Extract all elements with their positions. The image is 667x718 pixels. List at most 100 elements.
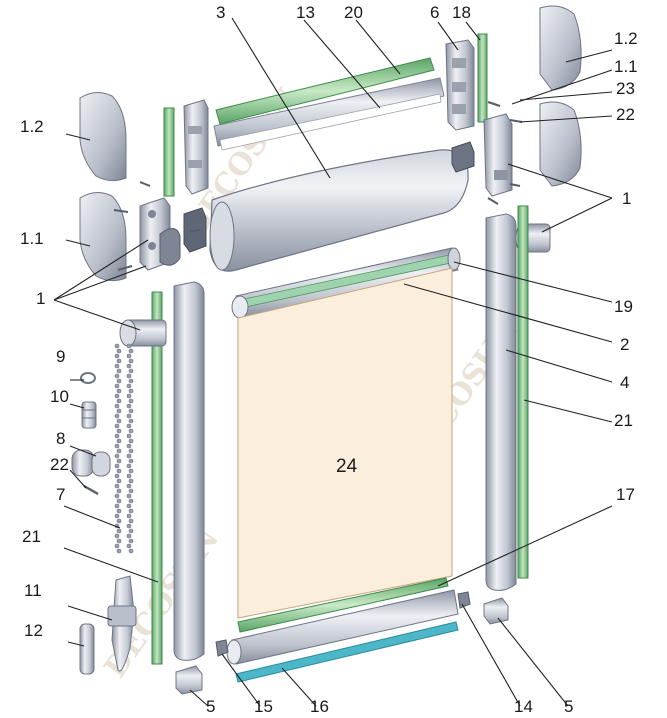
part-21-left-seal bbox=[151, 291, 163, 665]
part-1-2-right-cap bbox=[539, 5, 582, 91]
chain-bead bbox=[126, 543, 132, 549]
chain-bead bbox=[114, 393, 120, 399]
chain-bead bbox=[116, 398, 122, 404]
chain-bead bbox=[126, 453, 132, 459]
chain-bead bbox=[126, 483, 132, 489]
part-12-chain-end bbox=[79, 623, 95, 675]
chain-bead bbox=[126, 413, 132, 419]
callout-labels: 3 13 20 6 18 1.2 1.1 23 22 1.2 1.1 1 1 1… bbox=[20, 3, 638, 716]
part-1-left-mechanism bbox=[139, 197, 207, 271]
chain-bead bbox=[128, 488, 134, 494]
chain-bead bbox=[128, 538, 134, 544]
callout-3: 3 bbox=[216, 3, 225, 22]
chain-bead bbox=[128, 498, 134, 504]
chain-bead bbox=[114, 453, 120, 459]
part-1-2-left-cap bbox=[79, 92, 127, 182]
callout-22-left: 22 bbox=[50, 455, 69, 474]
callout-11: 11 bbox=[24, 581, 42, 600]
chain-bead bbox=[114, 423, 120, 429]
callout-1-2-left: 1.2 bbox=[20, 117, 44, 136]
chain-bead bbox=[114, 433, 120, 439]
chain-bead bbox=[128, 418, 134, 424]
chain-bead bbox=[128, 448, 134, 454]
chain-bead bbox=[116, 378, 122, 384]
chain-bead bbox=[128, 348, 134, 354]
chain-bead bbox=[114, 363, 120, 369]
chain-bead bbox=[126, 393, 132, 399]
callout-20: 20 bbox=[344, 3, 363, 22]
chain-bead bbox=[116, 358, 122, 364]
chain-bead bbox=[128, 478, 134, 484]
chain-bead bbox=[114, 403, 120, 409]
part-16-bottom-strip bbox=[235, 621, 459, 683]
part-1-2-right-cap-lower bbox=[539, 101, 582, 187]
chain-bead bbox=[128, 468, 134, 474]
chain-bead bbox=[114, 353, 120, 359]
chain-bead bbox=[128, 398, 134, 404]
chain-bead bbox=[128, 548, 134, 554]
callout-24: 24 bbox=[336, 456, 358, 477]
part-8-chain-guide bbox=[71, 449, 111, 477]
chain-bead bbox=[116, 538, 122, 544]
chain-bead bbox=[114, 473, 120, 479]
part-24-fabric bbox=[237, 267, 453, 619]
chain-bead bbox=[126, 353, 132, 359]
part-5-right-endcap bbox=[483, 597, 509, 625]
chain-bead bbox=[116, 478, 122, 484]
part-7-bead-chain bbox=[114, 343, 134, 554]
chain-bead bbox=[126, 363, 132, 369]
chain-bead bbox=[126, 533, 132, 539]
chain-bead bbox=[128, 378, 134, 384]
callout-1-1-right: 1.1 bbox=[614, 57, 638, 76]
chain-bead bbox=[126, 343, 132, 349]
part-4-right-guide bbox=[485, 213, 517, 591]
part-6-right-bracket bbox=[445, 39, 475, 131]
part-20-top-seal bbox=[215, 57, 435, 125]
chain-bead bbox=[128, 518, 134, 524]
chain-bead bbox=[128, 368, 134, 374]
chain-bead bbox=[128, 358, 134, 364]
screws-left bbox=[113, 181, 201, 271]
chain-bead bbox=[114, 493, 120, 499]
callout-16: 16 bbox=[310, 697, 329, 716]
chain-bead bbox=[126, 513, 132, 519]
part-1-right-mechanism bbox=[451, 113, 513, 197]
chain-bead bbox=[116, 498, 122, 504]
part-15-bar-plug bbox=[215, 639, 229, 657]
chain-bead bbox=[116, 368, 122, 374]
part-1-1-left-cap bbox=[79, 192, 127, 282]
chain-bead bbox=[116, 438, 122, 444]
chain-bead bbox=[126, 473, 132, 479]
chain-bead bbox=[114, 513, 120, 519]
chain-bead bbox=[114, 503, 120, 509]
callout-18: 18 bbox=[452, 3, 471, 22]
chain-bead bbox=[116, 518, 122, 524]
chain-bead bbox=[128, 458, 134, 464]
left-top-bracket bbox=[183, 99, 209, 195]
chain-bead bbox=[128, 428, 134, 434]
chain-bead bbox=[116, 528, 122, 534]
callout-14: 14 bbox=[514, 697, 533, 716]
chain-bead bbox=[126, 383, 132, 389]
part-14-bar-plug-right bbox=[457, 591, 471, 609]
part-14-bottom-bar bbox=[226, 589, 459, 665]
chain-bead bbox=[116, 388, 122, 394]
chain-bead bbox=[116, 548, 122, 554]
chain-bead bbox=[128, 388, 134, 394]
chain-bead bbox=[114, 413, 120, 419]
callout-22-right: 22 bbox=[616, 105, 635, 124]
callout-1-right: 1 bbox=[622, 189, 631, 208]
chain-bead bbox=[114, 463, 120, 469]
callout-2: 2 bbox=[620, 335, 629, 354]
chain-bead bbox=[126, 523, 132, 529]
chain-bead bbox=[128, 528, 134, 534]
left-top-green-seal bbox=[163, 107, 175, 197]
chain-bead bbox=[116, 408, 122, 414]
callout-17: 17 bbox=[616, 485, 635, 504]
part-13-rail-channel bbox=[219, 93, 442, 151]
part-21-right-seal bbox=[517, 205, 529, 579]
chain-bead bbox=[128, 438, 134, 444]
chain-bead bbox=[126, 503, 132, 509]
callout-21-right: 21 bbox=[614, 411, 633, 430]
